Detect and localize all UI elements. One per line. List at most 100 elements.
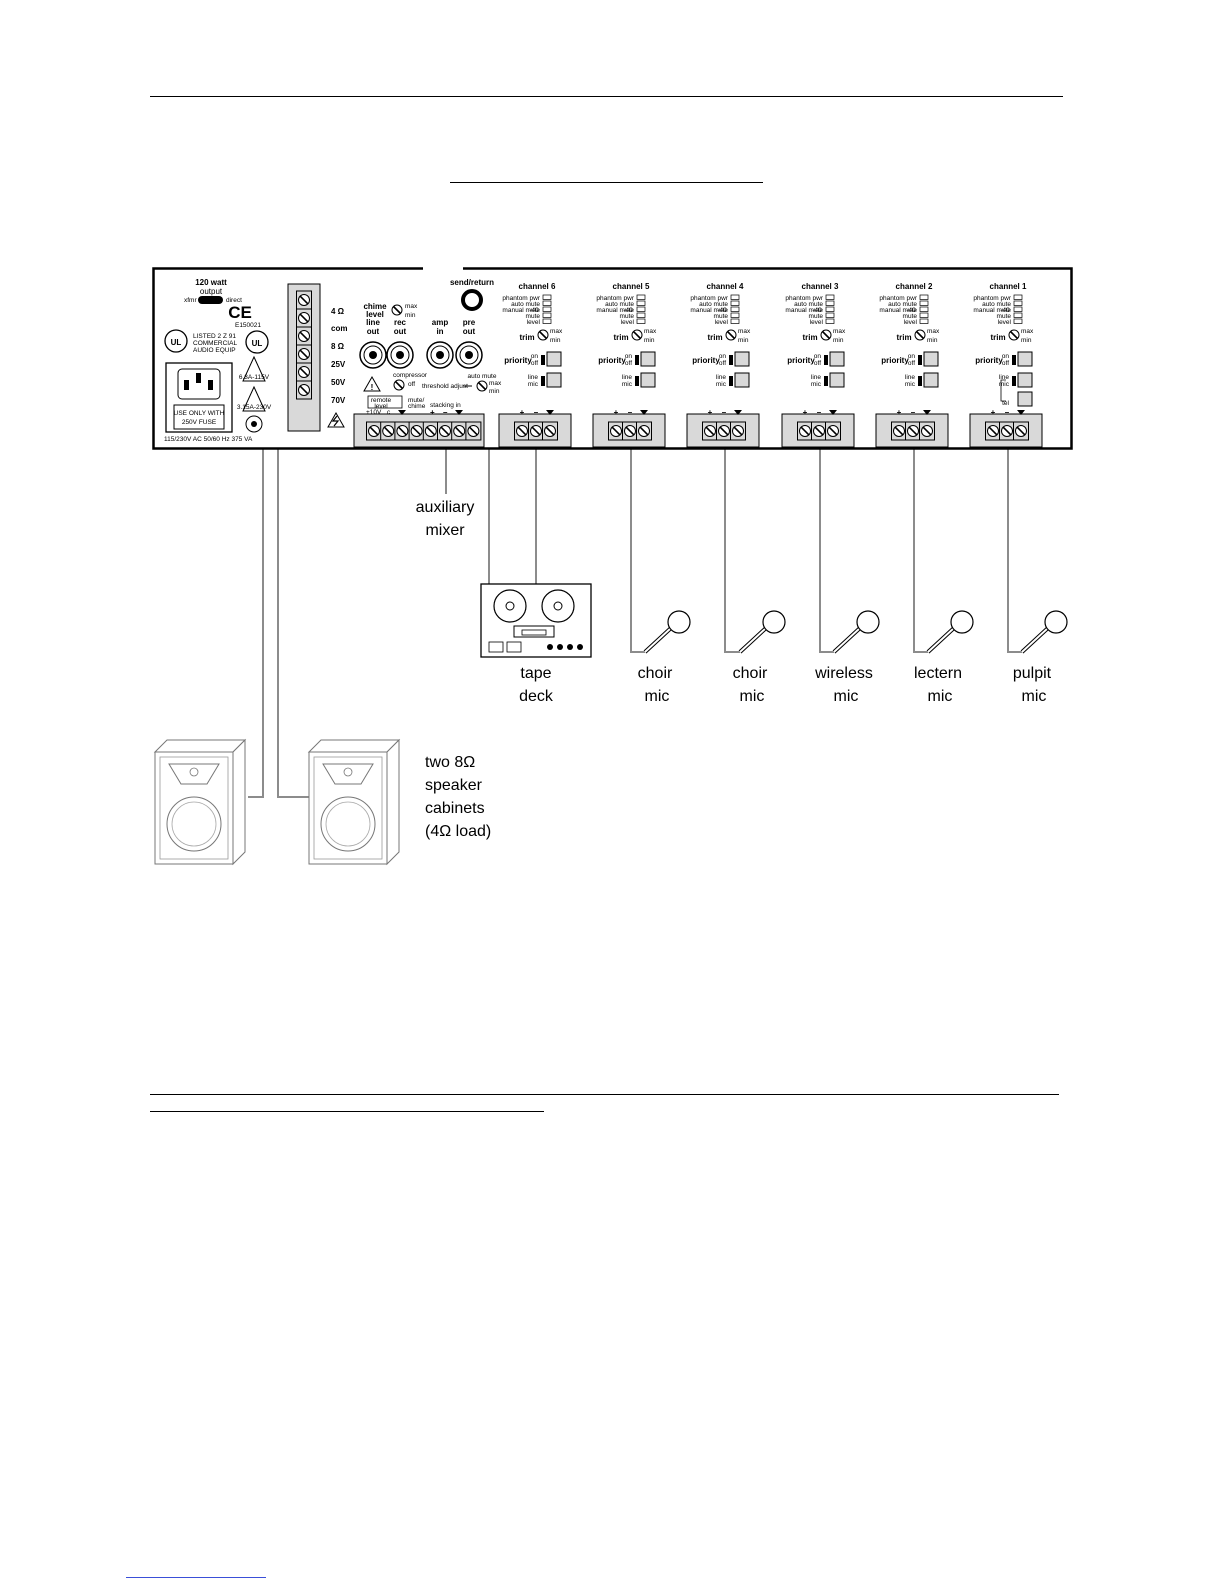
trim-label: trim: [896, 333, 911, 342]
channel-terminal-screw-2[interactable]: [621, 421, 639, 441]
speaker-terminal-screw-1[interactable]: [295, 290, 313, 310]
channel-terminal-screw-3[interactable]: [729, 421, 747, 441]
off-label: off: [814, 360, 821, 367]
channel-terminal-screw-3[interactable]: [918, 421, 936, 441]
aux-terminal-screw-2[interactable]: [379, 421, 397, 441]
channel-terminal-screw-1[interactable]: [513, 421, 531, 441]
aux-terminal-screw-3[interactable]: [394, 421, 411, 441]
aux-mixer-label-1: auxiliary: [416, 499, 475, 516]
aux-terminal-screw-1[interactable]: [365, 421, 383, 441]
level-threshold: -40: [812, 307, 822, 314]
line-mic-switch-indicator: [1012, 376, 1016, 386]
line-mic-switch[interactable]: [640, 372, 656, 388]
status-led: [825, 306, 835, 312]
priority-switch[interactable]: [734, 351, 750, 367]
status-led: [730, 300, 740, 306]
aux-terminal-screw-5[interactable]: [422, 421, 440, 441]
speaker-terminal-screw-2[interactable]: [295, 308, 313, 328]
microphone-icon: [738, 609, 787, 654]
terminal-ground-arrow: [640, 410, 648, 415]
channel-terminal-screw-3[interactable]: [541, 421, 559, 441]
chime-level-knob[interactable]: [391, 304, 403, 316]
priority-switch[interactable]: [546, 351, 562, 367]
line-mic-switch[interactable]: [546, 372, 562, 388]
aux-terminal-screw-7[interactable]: [450, 421, 468, 441]
chime-small-label: chime: [408, 403, 426, 410]
aux-terminal-screw-4[interactable]: [408, 421, 425, 441]
line-mic-switch[interactable]: [923, 372, 939, 388]
microphones: choirmicchoirmicwirelessmiclecternmicpul…: [638, 609, 1069, 705]
priority-switch[interactable]: [829, 351, 845, 367]
aux-ground-arrow: [455, 410, 463, 415]
aux-terminal-screw-6[interactable]: [436, 421, 454, 441]
speaker-terminals: [295, 290, 313, 400]
status-label: mute: [903, 313, 918, 320]
speaker-cabinet-right-icon: [308, 739, 400, 865]
line-label: line: [811, 374, 822, 381]
channel-terminal-screw-1[interactable]: [701, 421, 719, 441]
trim-max: max: [550, 328, 563, 335]
jack-label-bottom-1: out: [394, 327, 407, 336]
ac-inlet[interactable]: [165, 362, 233, 433]
trim-knob[interactable]: [537, 329, 549, 341]
terminal-label-70v: 70V: [331, 396, 346, 405]
status-label: phantom pwr: [690, 295, 728, 302]
priority-switch[interactable]: [640, 351, 656, 367]
rca-jack-0[interactable]: [359, 341, 387, 369]
terminal-ground-arrow: [546, 410, 554, 415]
mic-label: mic: [999, 381, 1010, 388]
channel-terminal-screw-3[interactable]: [824, 421, 842, 441]
priority-label: priority: [598, 356, 626, 365]
channel-terminal-screw-1[interactable]: [984, 421, 1002, 441]
channel-label: channel 2: [896, 282, 933, 291]
trim-knob[interactable]: [820, 329, 832, 341]
rca-jack-2[interactable]: [426, 341, 454, 369]
channel-terminal-screw-1[interactable]: [890, 421, 908, 441]
channel-terminal-screw-2[interactable]: [527, 421, 545, 441]
tel-switch[interactable]: [1017, 391, 1033, 407]
line-mic-switch[interactable]: [1017, 372, 1033, 388]
priority-label: priority: [975, 356, 1003, 365]
compressor-knob[interactable]: [393, 379, 405, 391]
rca-jack-3[interactable]: [455, 341, 483, 369]
line-mic-switch[interactable]: [734, 372, 750, 388]
channel-terminal-screw-2[interactable]: [810, 421, 828, 441]
status-led: [636, 318, 646, 324]
back-panel: 120 watt output xfmr direct UL LISTED 2 …: [152, 264, 1073, 450]
priority-switch[interactable]: [1017, 351, 1033, 367]
status-led: [1013, 312, 1023, 318]
status-led: [542, 294, 552, 300]
rca-jack-1[interactable]: [386, 341, 414, 369]
mic-label-top: lectern: [914, 665, 962, 682]
terminal-ground-arrow: [829, 410, 837, 415]
line-mic-switch[interactable]: [829, 372, 845, 388]
status-label: auto mute: [511, 301, 540, 308]
aux-terminal-screw-8[interactable]: [465, 421, 482, 441]
speaker-terminal-screw-5[interactable]: [295, 362, 313, 382]
channel-terminal-screw-1[interactable]: [607, 421, 625, 441]
channel-terminal-screw-3[interactable]: [1012, 421, 1030, 441]
speaker-terminal-screw-6[interactable]: [295, 380, 313, 400]
channel-terminal-screw-2[interactable]: [904, 421, 922, 441]
microphone-icon: [643, 609, 692, 654]
cul-mark-icon: UL: [245, 330, 269, 354]
channel-terminal-screw-2[interactable]: [715, 421, 733, 441]
channel-terminal-screw-1[interactable]: [796, 421, 814, 441]
auto-mute-knob[interactable]: [476, 380, 488, 392]
channel-terminal-screw-2[interactable]: [998, 421, 1016, 441]
priority-switch[interactable]: [923, 351, 939, 367]
speaker-terminal-screw-4[interactable]: [295, 344, 313, 364]
speaker-terminal-screw-3[interactable]: [295, 326, 313, 346]
trim-knob[interactable]: [631, 329, 643, 341]
trim-knob[interactable]: [725, 329, 737, 341]
on-label: on: [908, 353, 916, 360]
channel-terminal-screw-3[interactable]: [635, 421, 653, 441]
trim-knob[interactable]: [1008, 329, 1020, 341]
status-label: phantom pwr: [973, 295, 1011, 302]
channel-label: channel 5: [613, 282, 650, 291]
send-return-jack[interactable]: [461, 289, 483, 311]
output-mode-switch[interactable]: [198, 296, 223, 304]
trim-knob[interactable]: [914, 329, 926, 341]
speaker-wire-drop-b: [277, 328, 320, 798]
